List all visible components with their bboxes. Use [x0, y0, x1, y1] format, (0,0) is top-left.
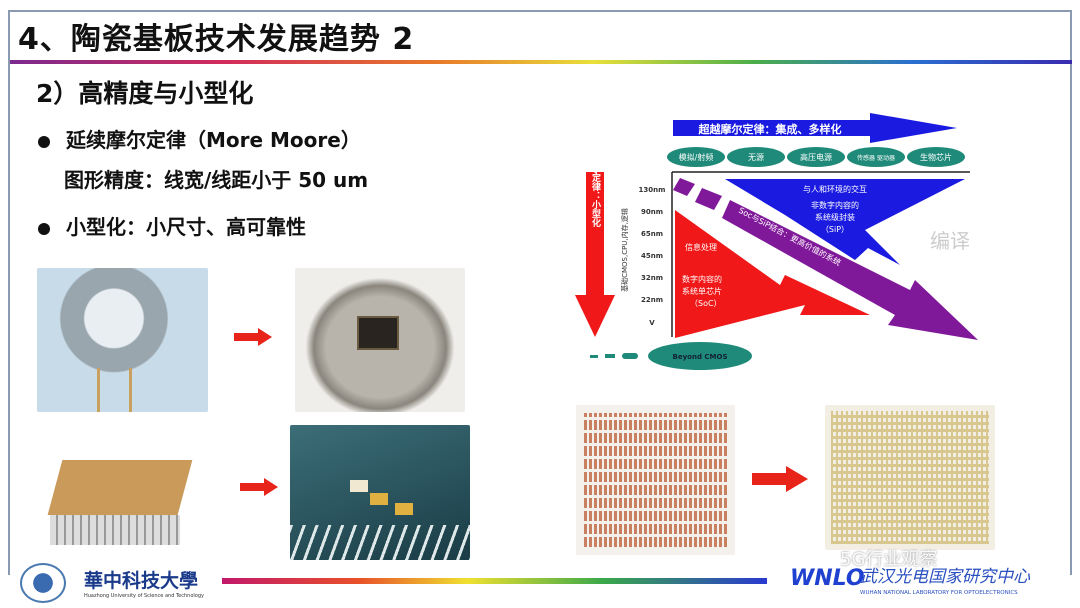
- more-moore-arrow: [575, 172, 615, 337]
- sip-label: 非数字内容的: [811, 200, 859, 210]
- category-label: 模拟/射频: [679, 152, 714, 162]
- red-arrow-icon: [752, 466, 808, 492]
- tec-module-photo: [40, 425, 235, 560]
- more-than-moore-arrow: [673, 113, 957, 143]
- hust-english: Huazhong University of Science and Techn…: [84, 593, 204, 599]
- soc-label: 系统单芯片: [682, 286, 722, 296]
- bullet-1-detail: 图形精度：线宽/线距小于 50 um: [64, 168, 369, 192]
- wnlo-name: 武汉光电国家研究中心: [860, 567, 1030, 587]
- slide-title: 4、陶瓷基板技术发展趋势 2: [18, 22, 415, 57]
- ceramic-substrate-coarse-photo: [576, 405, 735, 555]
- red-arrow-icon: [240, 478, 278, 496]
- hust-logo: [20, 563, 66, 603]
- category-oval: [907, 147, 965, 167]
- node-label: 45nm: [641, 252, 663, 260]
- more-than-moore-label: 超越摩尔定律：集成、多样化: [698, 122, 842, 136]
- title-rule: [10, 60, 1072, 64]
- category-oval: [787, 147, 845, 167]
- watermark-text: 编译: [930, 229, 970, 253]
- bullet-2: 小型化：小尺寸、高可靠性: [38, 211, 306, 240]
- soc-label: 数字内容的: [682, 274, 722, 284]
- section-subtitle: 2）高精度与小型化: [36, 79, 254, 108]
- node-label: 130nm: [639, 186, 666, 194]
- soc-triangle: [675, 210, 870, 338]
- node-label: 65nm: [641, 230, 663, 238]
- wechat-watermark: 5G行业观察: [840, 549, 938, 570]
- category-label: 高压电源: [800, 152, 832, 162]
- smd-board-photo: [290, 425, 470, 560]
- node-label: 22nm: [641, 296, 663, 304]
- combined-band: [722, 200, 978, 340]
- footer-rainbow-bar: [222, 578, 767, 584]
- category-oval: [847, 147, 905, 167]
- slide-frame: [8, 10, 1072, 575]
- sip-label: 系统级封装: [815, 212, 855, 222]
- bullet-text: 小型化：小尺寸、高可靠性: [66, 215, 306, 239]
- beyond-cmos-label: Beyond CMOS: [673, 353, 728, 361]
- soc-label: 信息处理: [685, 242, 717, 252]
- node-label: 32nm: [641, 274, 663, 282]
- sip-label: 与人和环境的交互: [803, 184, 867, 194]
- soc-label: （SoC）: [690, 299, 722, 308]
- coin-chip-photo: [295, 268, 465, 412]
- category-oval: [667, 147, 725, 167]
- more-moore-label: 延续摩尔定律：小型化: [590, 136, 602, 228]
- category-oval: [727, 147, 785, 167]
- category-label: 无源: [748, 153, 764, 162]
- beyond-cmos-cloud: [648, 342, 752, 370]
- bullet-text: 延续摩尔定律（More Moore）: [66, 128, 361, 152]
- moore-law-diagram: 超越摩尔定律：集成、多样化 模拟/射频 无源 高压电源 传感器 驱动器 生物芯片…: [575, 113, 978, 370]
- sip-triangle: [725, 179, 965, 265]
- red-arrow-icon: [234, 328, 272, 346]
- wnlo-english: WUHAN NATIONAL LABORATORY FOR OPTOELECTR…: [860, 590, 1018, 596]
- node-label: 90nm: [641, 208, 663, 216]
- hust-name: 華中科技大學: [84, 570, 199, 592]
- bullet-icon: [38, 135, 50, 148]
- bullet-1: 延续摩尔定律（More Moore）: [38, 124, 361, 153]
- wnlo-logo: WNLO: [790, 566, 865, 591]
- y-axis-label: 基础CMOS,CPU,内存,逻辑: [620, 208, 629, 292]
- node-label: V: [649, 319, 655, 327]
- category-label: 传感器 驱动器: [857, 154, 895, 162]
- ceramic-substrate-fine-photo: [825, 405, 995, 550]
- to-can-package-photo: [37, 268, 208, 412]
- bullet-icon: [38, 222, 50, 235]
- category-label: 生物芯片: [920, 152, 952, 162]
- sip-label: （SiP）: [821, 225, 849, 234]
